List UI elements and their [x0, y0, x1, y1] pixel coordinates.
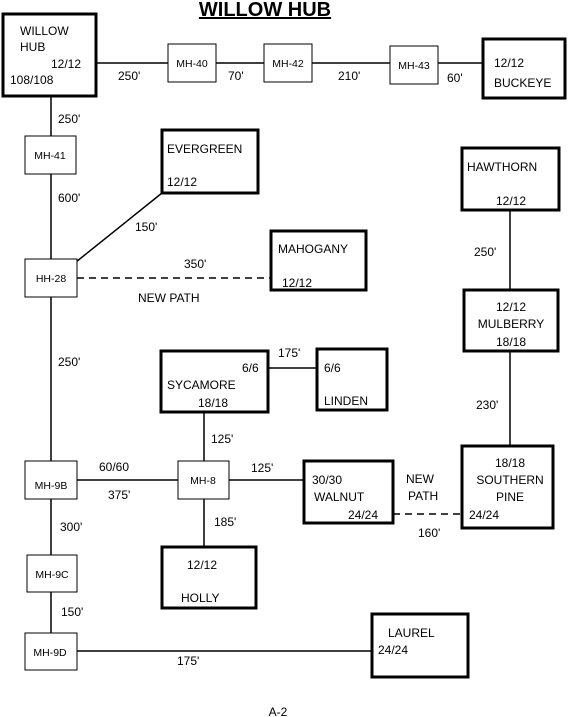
new-path-label-2-line1: NEW [406, 472, 435, 486]
mh8-label: MH-8 [190, 475, 216, 487]
mh42-box[interactable] [263, 43, 313, 83]
mh9c-label: MH-9C [35, 569, 69, 581]
walnut-name: WALNUT [314, 490, 365, 504]
linden-name: LINDEN [324, 394, 368, 408]
linden-box[interactable] [315, 347, 389, 412]
willow-hub-count-b: 108/108 [10, 73, 54, 87]
buckeye-box[interactable] [481, 37, 567, 100]
walnut-count-b: 24/24 [348, 508, 378, 522]
mh8-box[interactable] [177, 460, 230, 500]
sycamore-box[interactable] [159, 349, 270, 414]
mh9b-label: MH-9B [35, 480, 68, 492]
mh41-box[interactable] [24, 135, 77, 175]
hh28-box[interactable] [24, 258, 78, 298]
link-mh8-walnut-length: 125' [251, 461, 273, 475]
holly-box[interactable] [160, 545, 258, 610]
link-mh40-mh42-length: 70' [228, 69, 244, 83]
laurel-count: 24/24 [378, 643, 408, 657]
southern-pine-count-b: 24/24 [469, 508, 499, 522]
mh42-label: MH-42 [272, 58, 304, 70]
evergreen-name: EVERGREEN [167, 142, 242, 156]
mh9d-label: MH-9D [33, 647, 67, 659]
southern-pine-box[interactable] [460, 444, 555, 530]
link-mh41-hh28-length: 600' [58, 191, 80, 205]
link-mh43-buckeye-length: 60' [447, 71, 463, 85]
willow-hub-name-line2: HUB [20, 40, 45, 54]
mh40-box[interactable] [167, 43, 217, 83]
mh43-label: MH-43 [398, 60, 430, 72]
holly-name: HOLLY [181, 591, 219, 605]
linden-count: 6/6 [324, 361, 341, 375]
sycamore-count-a: 6/6 [242, 361, 259, 375]
evergreen-box[interactable] [160, 128, 260, 195]
hh28-label: HH-28 [36, 273, 67, 285]
holly-count: 12/12 [187, 558, 217, 572]
link-mh42-mh43-length: 210' [338, 69, 360, 83]
mh40-label: MH-40 [176, 58, 208, 70]
line-hh28-evergreen [75, 192, 163, 263]
hawthorn-count: 12/12 [496, 194, 526, 208]
link-hh28-mahogany-length: 350' [184, 257, 206, 271]
willow-hub-count-a: 12/12 [51, 57, 81, 71]
mh41-label: MH-41 [34, 150, 66, 162]
link-mh9d-laurel-length: 175' [177, 654, 199, 668]
link-mh9c-mh9d-length: 150' [61, 605, 83, 619]
sycamore-count-b: 18/18 [198, 396, 228, 410]
link-hawthorn-mulberry-length: 250' [474, 245, 496, 259]
walnut-box[interactable] [302, 459, 395, 525]
walnut-count-a: 30/30 [312, 473, 342, 487]
buckeye-count: 12/12 [494, 56, 524, 70]
link-walnut-southern-pine-length: 160' [418, 526, 440, 540]
link-hh28-evergreen-length: 150' [135, 220, 157, 234]
page-number: A-2 [269, 705, 288, 717]
southern-pine-name-line1: SOUTHERN [476, 473, 543, 487]
mahogany-name: MAHOGANY [278, 242, 348, 256]
willow-hub-name-line1: WILLOW [20, 24, 69, 38]
mahogany-box[interactable] [269, 229, 368, 292]
mulberry-count-b: 18/18 [496, 335, 526, 349]
mulberry-name: MULBERRY [478, 317, 544, 331]
hawthorn-box[interactable] [460, 146, 561, 212]
laurel-box[interactable] [370, 612, 470, 679]
evergreen-count: 12/12 [167, 175, 197, 189]
link-mulberry-southern-pine-length: 230' [476, 398, 498, 412]
hawthorn-name: HAWTHORN [467, 160, 537, 174]
mh9b-box[interactable] [24, 460, 78, 500]
buckeye-name: BUCKEYE [494, 76, 551, 90]
link-willow-mh40-length: 250' [118, 69, 140, 83]
mh9d-box[interactable] [24, 632, 78, 671]
link-sycamore-linden-length: 175' [278, 346, 300, 360]
link-mh9b-mh8-fiber: 60/60 [99, 460, 129, 474]
link-mh9b-mh8-length: 375' [108, 488, 130, 502]
new-path-label-1: NEW PATH [138, 291, 200, 305]
mh43-box[interactable] [389, 45, 439, 85]
link-sycamore-mh8-length: 125' [211, 432, 233, 446]
mulberry-box[interactable] [462, 288, 560, 353]
link-hh28-mh9b-length: 250' [58, 355, 80, 369]
mulberry-count-a: 12/12 [496, 300, 526, 314]
southern-pine-name-line2: PINE [496, 490, 524, 504]
laurel-name: LAUREL [388, 626, 435, 640]
link-mh9b-mh9c-length: 300' [60, 520, 82, 534]
willow-hub-box[interactable] [1, 12, 98, 98]
new-path-lines [77, 277, 462, 515]
diagram-title: WILLOW HUB [199, 0, 331, 21]
mh9c-box[interactable] [26, 554, 78, 593]
sycamore-name: SYCAMORE [167, 378, 236, 392]
link-mh8-holly-length: 185' [214, 515, 236, 529]
mahogany-count: 12/12 [282, 276, 312, 290]
link-willow-mh41-length: 250' [58, 112, 80, 126]
new-path-label-2-line2: PATH [408, 489, 438, 503]
southern-pine-count-a: 18/18 [495, 456, 525, 470]
connection-lines [50, 62, 511, 652]
